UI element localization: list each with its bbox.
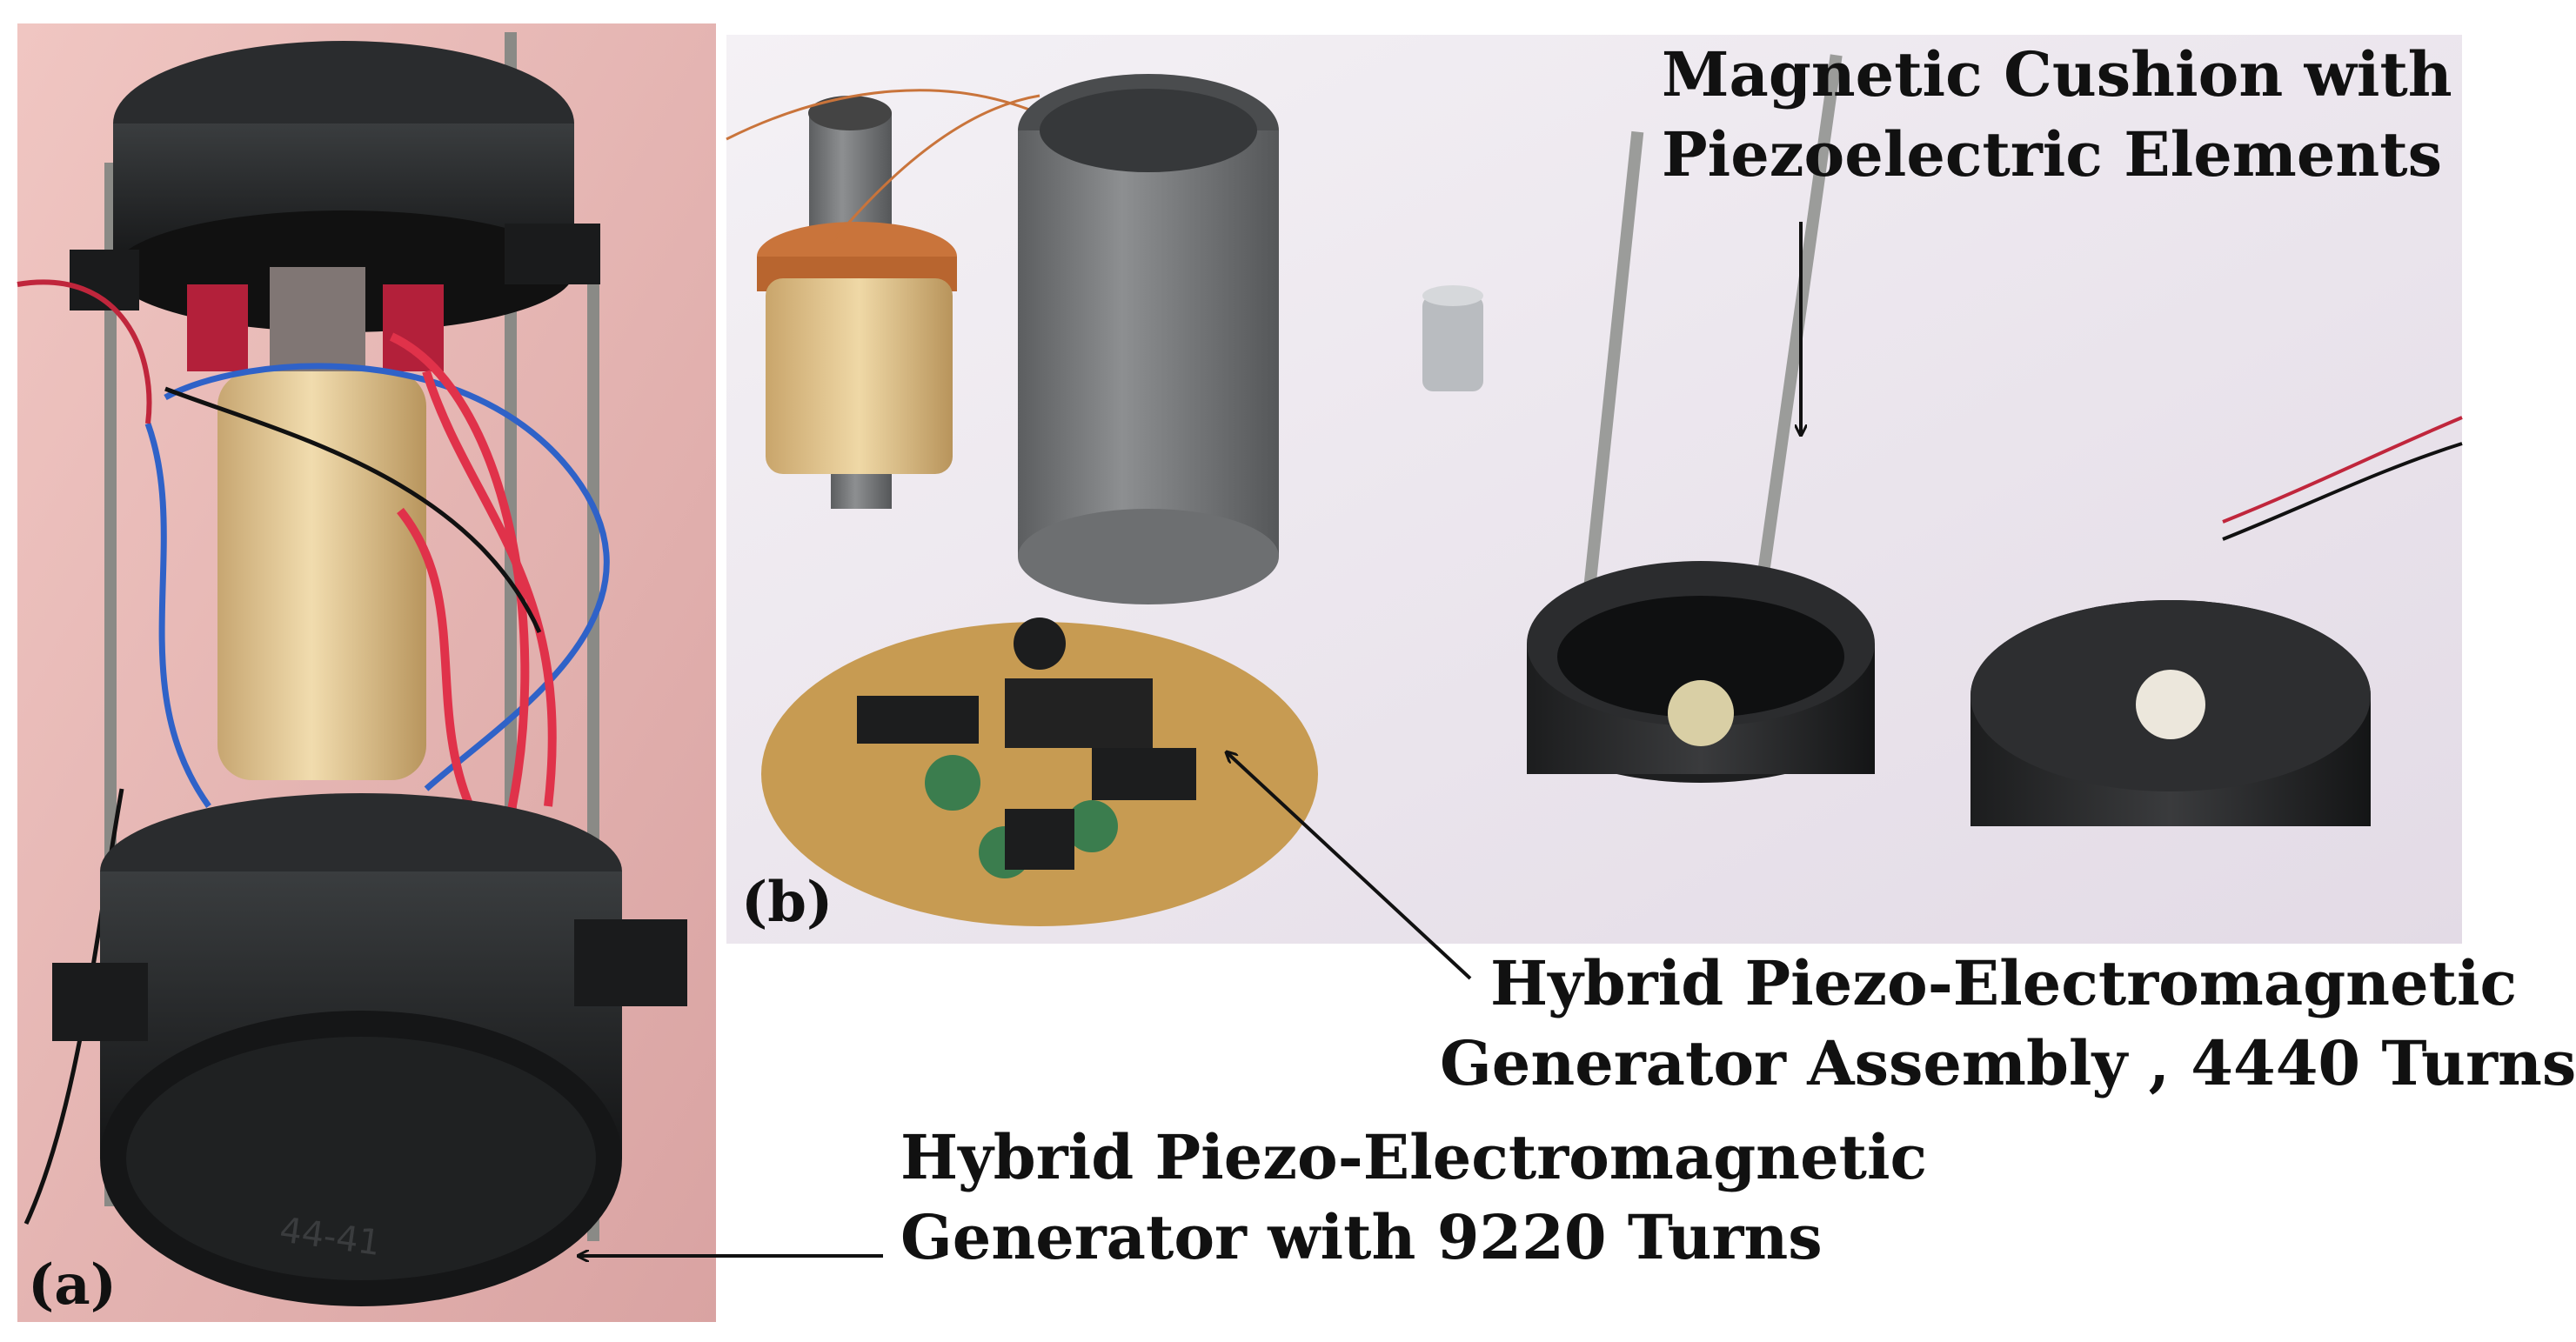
caption-magnetic-cushion: Magnetic Cushion with Piezoelectric Elem… (1662, 35, 2452, 195)
panel-label-a: (a) (28, 1252, 117, 1318)
caption-generator-assembly-line2: Generator Assembly , 4440 Turns (1440, 1027, 2576, 1099)
caption-magnetic-cushion-line2: Piezoelectric Elements (1662, 118, 2443, 190)
caption-generator-assembly: Hybrid Piezo-Electromagnetic Generator A… (1440, 944, 2576, 1104)
photo-panel-a: 44-41 (17, 23, 716, 1322)
panel-label-b: (b) (741, 870, 833, 935)
caption-generator-9220-line2: Generator with 9220 Turns (900, 1201, 1823, 1273)
caption-generator-9220-line1: Hybrid Piezo-Electromagnetic (900, 1121, 1928, 1193)
caption-generator-assembly-line1: Hybrid Piezo-Electromagnetic (1490, 947, 2518, 1019)
generator-assembly-photo (726, 35, 2463, 944)
caption-magnetic-cushion-line1: Magnetic Cushion with (1662, 38, 2452, 110)
generator-9220-photo: 44-41 (17, 23, 716, 1322)
caption-generator-9220: Hybrid Piezo-Electromagnetic Generator w… (900, 1118, 1927, 1278)
photo-panel-b (726, 35, 2463, 944)
